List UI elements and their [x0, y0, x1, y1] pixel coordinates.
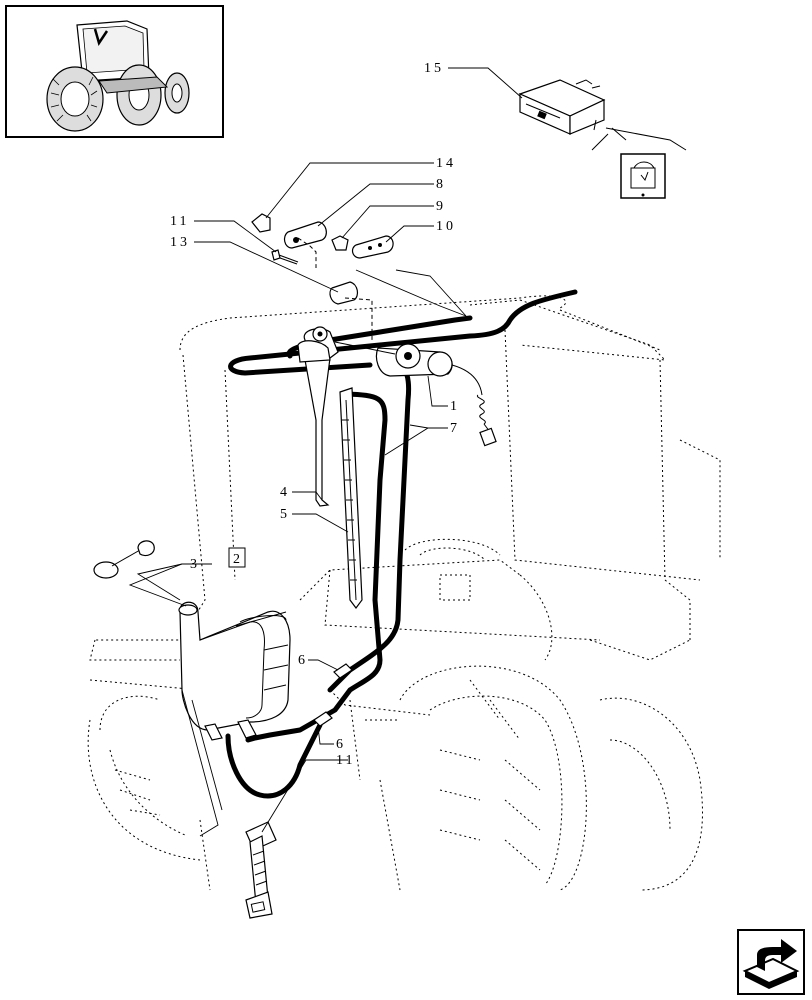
part-13	[329, 281, 359, 305]
tractor-thumbnail	[5, 5, 224, 138]
cab-outline	[87, 295, 721, 891]
fittings	[251, 213, 394, 340]
part-14	[251, 213, 271, 233]
part-9	[331, 235, 349, 251]
callout-9: 9	[436, 199, 443, 214]
washer-reservoir	[178, 601, 291, 741]
callout-4: 4	[280, 485, 287, 500]
washer-switch-symbol-icon	[620, 153, 666, 199]
wiper-motor	[334, 341, 497, 447]
callout-10: 10	[436, 219, 456, 234]
mounting-strap	[245, 821, 277, 919]
callout-labels: 15 14 8 9 10 11 13 1 7 4 5 3 2 6 6 11	[170, 61, 457, 768]
wiper-arm	[297, 326, 339, 507]
callout-1: 1	[450, 399, 457, 414]
callout-2-box	[228, 547, 246, 568]
callout-11: 11	[170, 214, 189, 229]
next-page-button[interactable]	[737, 929, 805, 995]
callout-15: 15	[424, 61, 444, 76]
tractor-thumbnail-icon	[46, 20, 190, 132]
filler-cap	[93, 540, 155, 579]
wiper-blade	[339, 387, 363, 609]
leader-lines	[128, 67, 523, 837]
check-valves	[313, 663, 353, 727]
callout-2: 2	[233, 552, 240, 567]
callout-13: 13	[170, 235, 190, 250]
callout-6-lower: 6	[336, 737, 343, 752]
part-10	[351, 235, 394, 259]
callout-12: 11	[336, 753, 355, 768]
callout-14: 14	[436, 156, 456, 171]
callout-5: 5	[280, 507, 287, 522]
callout-7: 7	[450, 421, 457, 436]
next-page-arrow-icon	[742, 939, 800, 989]
washer-switch	[518, 79, 687, 151]
callout-3: 3	[190, 557, 197, 572]
callout-8: 8	[436, 177, 443, 192]
callout-6-upper: 6	[298, 653, 305, 668]
part-8	[283, 221, 327, 249]
